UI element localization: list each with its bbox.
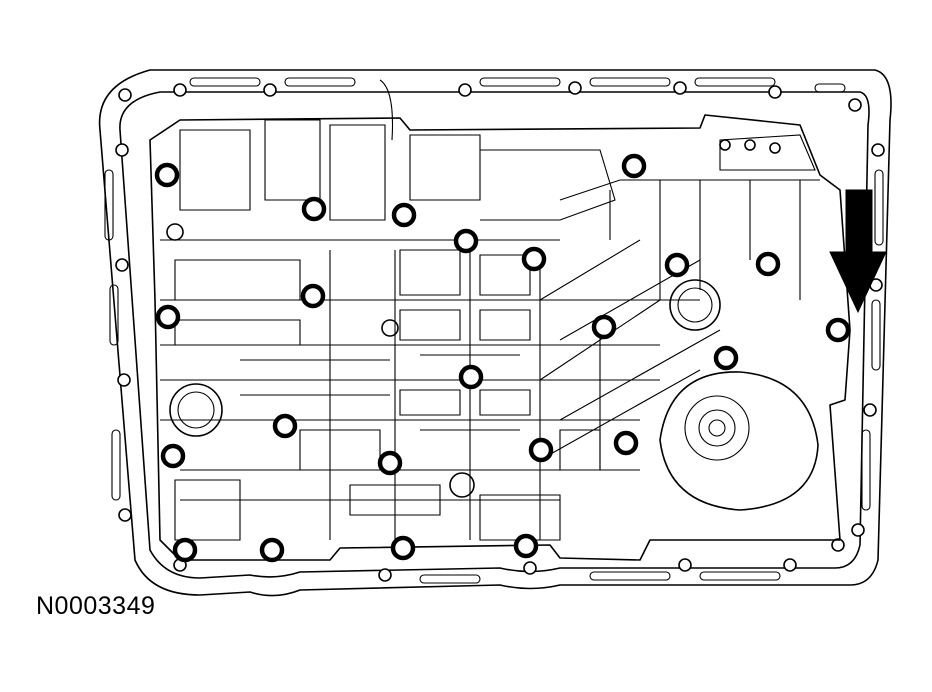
gasket-slots — [104, 77, 884, 584]
bolt-13 — [713, 345, 739, 371]
valve-body-channels — [160, 79, 820, 541]
bolt-23 — [513, 533, 539, 559]
gasket-inner-outline — [119, 91, 870, 579]
bolt-12 — [825, 317, 851, 343]
gasket-outer-outline — [98, 69, 892, 597]
arrow-down-icon — [829, 189, 887, 314]
large-bore-left — [169, 383, 223, 437]
small-plug — [166, 223, 475, 498]
bolt-17 — [613, 430, 639, 456]
bolt-11 — [591, 314, 617, 340]
bolt-19 — [377, 450, 403, 476]
bolt-8 — [755, 251, 781, 277]
bolt-21 — [259, 537, 285, 563]
bolt-1 — [154, 162, 180, 188]
gasket-holes — [115, 81, 885, 582]
bolt-16 — [160, 443, 186, 469]
bolt-9 — [300, 283, 326, 309]
bolt-10 — [155, 304, 181, 330]
valve-body-outline — [149, 114, 851, 561]
bolt-20 — [172, 537, 198, 563]
part-number-label: N0003349 — [36, 592, 156, 620]
bolt-15 — [272, 413, 298, 439]
bolt-4 — [621, 153, 647, 179]
bolt-22 — [390, 535, 416, 561]
pump-housing — [659, 371, 819, 511]
bolt-18 — [528, 437, 554, 463]
bolt-6 — [521, 246, 547, 272]
bolt-3 — [391, 202, 417, 228]
bolt-14 — [458, 364, 484, 390]
bolt-5 — [453, 228, 479, 254]
bolt-7 — [664, 252, 690, 278]
bolt-2 — [301, 196, 327, 222]
accumulator-bore-center — [669, 279, 721, 331]
bolt-callouts — [154, 153, 851, 563]
